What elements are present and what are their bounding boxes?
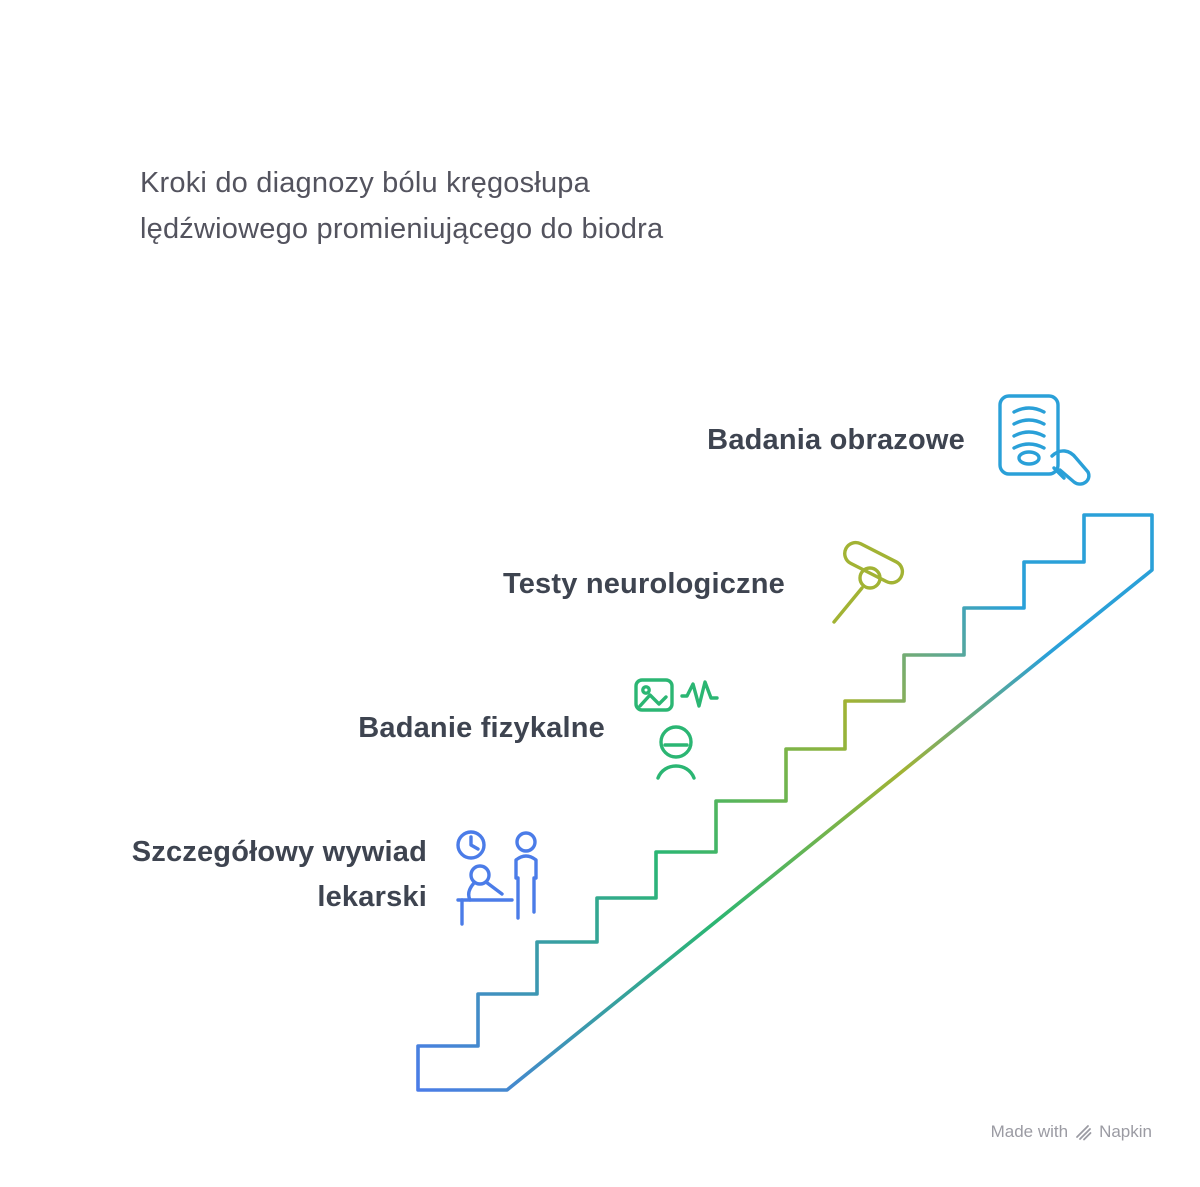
- medical-interview-icon: [456, 830, 538, 926]
- watermark-prefix: Made with: [990, 1122, 1069, 1141]
- title-line-1: Kroki do diagnozy bólu kręgosłupa: [140, 167, 590, 199]
- neurological-tests-icon: [832, 540, 905, 624]
- physical-exam-icon: [634, 678, 719, 780]
- step-label-badanie-fizykalne: Badanie fizykalne: [358, 712, 605, 744]
- imaging-studies-icon: [998, 394, 1091, 486]
- title-line-2: lędźwiowego promieniującego do biodra: [140, 213, 664, 246]
- napkin-logo-icon: [1076, 1124, 1092, 1140]
- watermark-brand: Napkin: [1099, 1122, 1152, 1141]
- step-label-badania-obrazowe: Badania obrazowe: [707, 424, 965, 456]
- step-label-testy-neurologiczne: Testy neurologiczne: [502, 568, 785, 600]
- diagram-title: Kroki do diagnozy bólu kręgosłupa lędźwi…: [140, 160, 663, 253]
- step-label-szczegolowy-wywiad-lekarski: Szczegółowy wywiad lekarski: [131, 836, 427, 913]
- staircase-outline: [416, 513, 1154, 1092]
- watermark: Made with Napkin: [991, 1122, 1152, 1142]
